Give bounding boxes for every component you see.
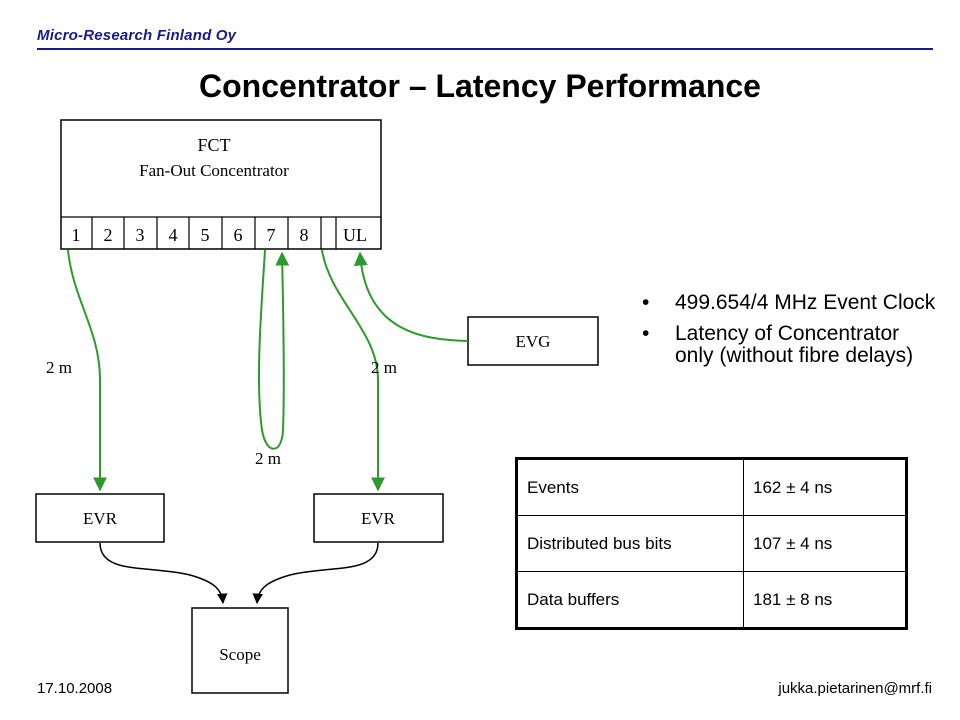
fct-port-7: 7 bbox=[267, 225, 276, 245]
fct-port-ul: UL bbox=[343, 225, 367, 245]
cable-port7-loop bbox=[258, 249, 290, 450]
cable-evg-to-ul bbox=[353, 251, 469, 342]
scope-cables bbox=[99, 542, 379, 605]
fct-port-1: 1 bbox=[72, 225, 81, 245]
fct-title: FCT bbox=[197, 135, 230, 155]
cable-port1-to-evr-left bbox=[67, 249, 107, 492]
bullet-list: • 499.654/4 MHz Event Clock • Latency of… bbox=[642, 292, 942, 376]
bullet-symbol: • bbox=[642, 322, 650, 345]
cable-evr-right-to-scope bbox=[252, 542, 379, 605]
row-value: 162 ± 4 ns bbox=[743, 458, 907, 516]
evr-right-box: EVR bbox=[313, 493, 444, 543]
fct-subtitle: Fan-Out Concentrator bbox=[139, 161, 289, 180]
footer-date: 17.10.2008 bbox=[37, 680, 113, 697]
fct-box: FCT Fan-Out Concentrator bbox=[60, 119, 382, 250]
footer-email: jukka.pietarinen@mrf.fi bbox=[778, 680, 932, 697]
fct-port-3: 3 bbox=[136, 225, 145, 245]
row-label: Events bbox=[516, 458, 744, 516]
cable-left-length: 2 m bbox=[46, 358, 72, 377]
row-label: Distributed bus bits bbox=[516, 515, 744, 572]
cable-middle-length: 2 m bbox=[255, 449, 281, 468]
evr-right-label: EVR bbox=[361, 509, 396, 528]
row-value: 181 ± 8 ns bbox=[743, 571, 907, 629]
bullet-item: • 499.654/4 MHz Event Clock bbox=[642, 292, 942, 314]
bullet-symbol: • bbox=[642, 291, 650, 314]
bullet-text: Latency of Concentrator only (without fi… bbox=[675, 322, 914, 367]
scope-label: Scope bbox=[219, 645, 261, 664]
table-row: Data buffers 181 ± 8 ns bbox=[516, 571, 907, 629]
scope-box: Scope bbox=[191, 607, 289, 694]
fct-port-2: 2 bbox=[104, 225, 113, 245]
cable-right-length: 2 m bbox=[371, 358, 397, 377]
fct-ports: 1 2 3 4 5 6 7 8 UL bbox=[72, 225, 368, 245]
bullet-text: 499.654/4 MHz Event Clock bbox=[675, 291, 936, 314]
evr-left-label: EVR bbox=[83, 509, 118, 528]
page-title: Concentrator – Latency Performance bbox=[199, 68, 761, 104]
row-label: Data buffers bbox=[516, 571, 744, 629]
fct-port-6: 6 bbox=[234, 225, 243, 245]
cable-port8-to-evr-right bbox=[321, 249, 385, 492]
company-name: Micro-Research Finland Oy bbox=[37, 27, 237, 44]
cable-evr-left-to-scope bbox=[99, 542, 228, 605]
evr-left-box: EVR bbox=[35, 493, 165, 543]
row-value: 107 ± 4 ns bbox=[743, 515, 907, 572]
fct-port-4: 4 bbox=[169, 225, 178, 245]
fct-port-8: 8 bbox=[300, 225, 309, 245]
fct-port-5: 5 bbox=[201, 225, 210, 245]
fct-port-dividers bbox=[91, 217, 337, 249]
table-row: Distributed bus bits 107 ± 4 ns bbox=[516, 515, 907, 572]
header-rule bbox=[37, 48, 933, 50]
latency-table: Events 162 ± 4 ns Distributed bus bits 1… bbox=[515, 457, 908, 630]
evg-label: EVG bbox=[516, 332, 551, 351]
cables bbox=[67, 249, 469, 492]
bullet-item: • Latency of Concentrator only (without … bbox=[642, 323, 942, 367]
evg-box: EVG bbox=[467, 316, 599, 366]
table-row: Events 162 ± 4 ns bbox=[516, 458, 907, 516]
